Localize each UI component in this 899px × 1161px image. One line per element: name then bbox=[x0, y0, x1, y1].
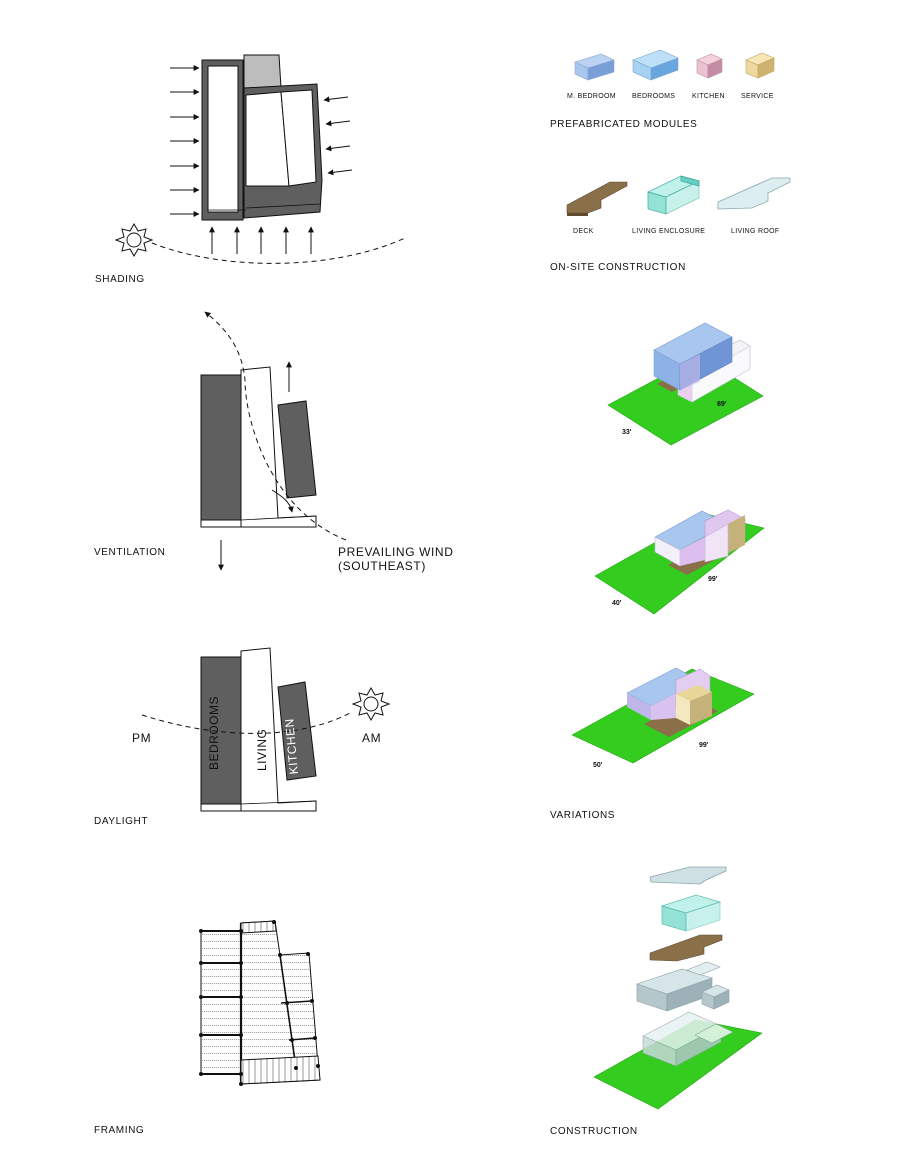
ventilation-plan bbox=[200, 366, 317, 528]
caption-on-site-construction: ON-SITE CONSTRUCTION bbox=[550, 262, 686, 273]
exploded-enclosure bbox=[660, 894, 722, 932]
caption-framing: FRAMING bbox=[94, 1125, 144, 1136]
module-label-m-bedroom: M. BEDROOM bbox=[567, 93, 616, 100]
construction-exploded-model: CONSTRUCTION bbox=[550, 866, 763, 1137]
variation-1-depth: 89' bbox=[717, 401, 727, 408]
caption-prefabricated-modules: PREFABRICATED MODULES bbox=[550, 119, 697, 130]
module-m-bedroom-swatch bbox=[574, 53, 615, 81]
assembled-base bbox=[642, 1011, 734, 1067]
variation-1-width: 33' bbox=[622, 429, 632, 436]
shading-plan bbox=[201, 54, 323, 221]
onsite-construction-legend: DECK LIVING ENCLOSURE LIVING ROOF ON-SIT… bbox=[550, 175, 791, 273]
variation-3-depth: 99' bbox=[699, 742, 709, 749]
variation-3-width: 50' bbox=[593, 762, 603, 769]
living-enclosure-swatch bbox=[646, 175, 701, 215]
exploded-roof bbox=[649, 866, 727, 885]
variation-2-model: 99' 40' bbox=[594, 509, 765, 615]
onsite-label-living-roof: LIVING ROOF bbox=[731, 228, 779, 235]
sun-icon bbox=[114, 222, 154, 258]
variation-2-depth: 99' bbox=[708, 576, 718, 583]
deck-swatch bbox=[566, 181, 628, 216]
shading-arrows-bottom bbox=[209, 226, 314, 254]
living-roof-swatch bbox=[717, 177, 791, 210]
shading-diagram: SHADING bbox=[95, 54, 406, 285]
module-kitchen-swatch bbox=[696, 53, 723, 79]
wind-branch bbox=[271, 489, 294, 513]
variation-1-model: 89' 33' bbox=[607, 322, 764, 446]
module-label-service: SERVICE bbox=[741, 93, 774, 100]
label-pm: PM bbox=[132, 731, 151, 745]
framing-diagram: FRAMING bbox=[94, 920, 321, 1136]
framing-posts bbox=[199, 920, 320, 1086]
caption-variations: VARIATIONS bbox=[550, 810, 615, 821]
prefab-modules-legend: M. BEDROOM BEDROOMS KITCHEN SERVICE PREF… bbox=[550, 49, 775, 130]
sun-path bbox=[151, 237, 406, 264]
sun-icon bbox=[351, 686, 391, 722]
module-service-swatch bbox=[745, 52, 775, 79]
label-am: AM bbox=[362, 731, 381, 745]
caption-daylight: DAYLIGHT bbox=[94, 816, 148, 827]
onsite-label-living-enclosure: LIVING ENCLOSURE bbox=[632, 228, 705, 235]
caption-shading: SHADING bbox=[95, 274, 145, 285]
variation-3-model: 99' 50' VARIATIONS bbox=[550, 667, 755, 821]
caption-construction: CONSTRUCTION bbox=[550, 1126, 638, 1137]
module-label-kitchen: KITCHEN bbox=[692, 93, 725, 100]
module-bedrooms-swatch bbox=[632, 49, 679, 81]
ventilation-diagram: VENTILATION PREVAILING WIND (SOUTHEAST) bbox=[94, 311, 453, 573]
prevailing-wind-label: PREVAILING WIND bbox=[338, 545, 453, 559]
prevailing-wind-direction: (SOUTHEAST) bbox=[338, 559, 426, 573]
exploded-modules bbox=[636, 961, 730, 1012]
variation-2-width: 40' bbox=[612, 600, 622, 607]
shading-arrows-right bbox=[323, 96, 353, 176]
label-living: LIVING bbox=[255, 729, 269, 771]
shading-arrows-left bbox=[170, 65, 200, 217]
label-bedrooms: BEDROOMS bbox=[207, 696, 221, 770]
framing-plan bbox=[200, 920, 321, 1085]
exploded-deck bbox=[649, 934, 723, 962]
module-label-bedrooms: BEDROOMS bbox=[632, 93, 675, 100]
daylight-sun-path bbox=[141, 711, 353, 734]
label-kitchen: KITCHEN bbox=[282, 718, 301, 775]
onsite-label-deck: DECK bbox=[573, 228, 594, 235]
daylight-diagram: BEDROOMS LIVING KITCHEN PM AM DAYLIGHT bbox=[94, 647, 391, 827]
caption-ventilation: VENTILATION bbox=[94, 547, 165, 558]
